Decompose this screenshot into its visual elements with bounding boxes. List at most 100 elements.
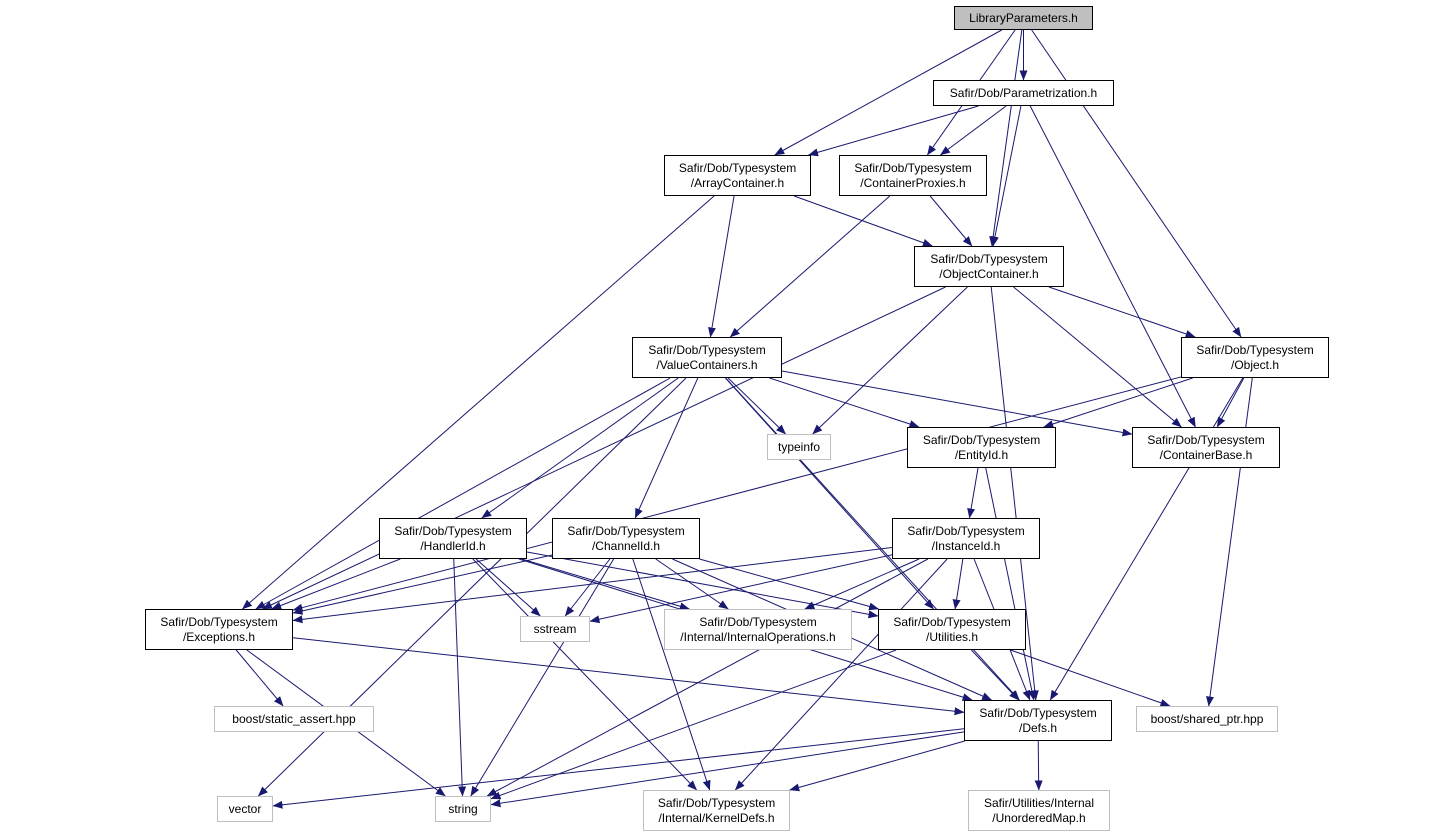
edge-instanceid-to-internalops — [804, 558, 920, 610]
edge-channelid-to-sstream — [564, 558, 611, 617]
node-object[interactable]: Safir/Dob/Typesystem /Object.h — [1181, 337, 1329, 378]
edge-valuecontainers-to-containerbase — [781, 370, 1133, 437]
edge-objectcontainer-to-object — [1048, 286, 1196, 338]
node-defs[interactable]: Safir/Dob/Typesystem /Defs.h — [964, 700, 1112, 741]
edge-channelid-to-string — [470, 558, 615, 797]
node-entity-id[interactable]: Safir/Dob/Typesystem /EntityId.h — [907, 427, 1056, 468]
node-unordered-map-label: Safir/Utilities/Internal /UnorderedMap.h — [983, 795, 1095, 825]
edge-valuecontainers-to-entityid — [769, 377, 920, 428]
node-kernel-defs: Safir/Dob/Typesystem /Internal/KernelDef… — [643, 790, 790, 831]
node-internal-operations-label: Safir/Dob/Typesystem /Internal/InternalO… — [680, 614, 836, 644]
node-shared-ptr: boost/shared_ptr.hpp — [1136, 706, 1278, 732]
edge-handlerid-to-utilities — [526, 551, 879, 619]
edge-entityid-to-instanceid — [967, 467, 979, 519]
node-object-label: Safir/Dob/Typesystem /Object.h — [1196, 342, 1314, 372]
edge-parametrization-to-objectcontainer — [991, 105, 1022, 247]
edge-objectcontainer-to-defs — [990, 286, 1039, 701]
node-unordered-map: Safir/Utilities/Internal /UnorderedMap.h — [968, 790, 1110, 831]
node-string-label: string — [448, 801, 478, 816]
edge-channelid-to-utilities — [699, 558, 880, 611]
edge-channelid-to-kerneldefs — [632, 558, 711, 791]
node-value-containers[interactable]: Safir/Dob/Typesystem /ValueContainers.h — [632, 337, 782, 378]
edge-exceptions-to-defs — [292, 637, 965, 716]
node-sstream-label: sstream — [533, 621, 577, 636]
node-parametrization-label: Safir/Dob/Parametrization.h — [949, 85, 1098, 100]
edge-libparams-to-object — [1031, 29, 1242, 338]
edge-entityid-to-defs — [985, 467, 1036, 701]
node-sstream: sstream — [520, 616, 590, 642]
node-array-container[interactable]: Safir/Dob/Typesystem /ArrayContainer.h — [664, 155, 811, 196]
node-static-assert-label: boost/static_assert.hpp — [232, 711, 356, 726]
node-instance-id[interactable]: Safir/Dob/Typesystem /InstanceId.h — [892, 518, 1040, 559]
edge-defs-to-string — [490, 731, 965, 808]
node-vector: vector — [217, 796, 273, 822]
edge-valuecontainers-to-vector — [257, 377, 687, 797]
node-container-proxies-label: Safir/Dob/Typesystem /ContainerProxies.h — [854, 160, 972, 190]
edge-channelid-to-internalops — [655, 558, 729, 610]
edge-handlerid-to-sstream — [475, 558, 541, 617]
edge-arraycontainer-to-valuecontainers — [708, 195, 735, 338]
edge-defs-to-kerneldefs — [789, 740, 965, 792]
node-typeinfo: typeinfo — [767, 434, 831, 460]
node-kernel-defs-label: Safir/Dob/Typesystem /Internal/KernelDef… — [657, 795, 776, 825]
node-instance-id-label: Safir/Dob/Typesystem /InstanceId.h — [907, 523, 1025, 553]
edge-valuecontainers-to-handlerid — [481, 377, 679, 519]
edge-objectcontainer-to-typeinfo — [812, 286, 968, 435]
edge-instanceid-to-utilities — [952, 558, 964, 610]
edge-handlerid-to-kerneldefs — [472, 558, 697, 791]
edge-arraycontainer-to-exceptions — [242, 195, 715, 610]
edge-instanceid-to-sstream — [589, 554, 893, 624]
node-library-parameters[interactable]: LibraryParameters.h — [954, 6, 1093, 30]
edge-objectcontainer-to-containerbase — [1013, 286, 1182, 428]
edge-handlerid-to-string — [453, 558, 467, 797]
node-array-container-label: Safir/Dob/Typesystem /ArrayContainer.h — [678, 160, 797, 190]
edge-object-to-entityid — [1043, 377, 1193, 428]
node-exceptions[interactable]: Safir/Dob/Typesystem /Exceptions.h — [145, 609, 293, 650]
edge-valuecontainers-to-channelid — [634, 377, 699, 519]
node-string: string — [435, 796, 491, 822]
edge-instanceid-to-exceptions — [292, 547, 893, 624]
edges — [235, 29, 1253, 809]
node-value-containers-label: Safir/Dob/Typesystem /ValueContainers.h — [648, 342, 766, 372]
edge-parametrization-to-containerproxies — [940, 105, 1007, 156]
node-utilities[interactable]: Safir/Dob/Typesystem /Utilities.h — [878, 609, 1026, 650]
node-internal-operations: Safir/Dob/Typesystem /Internal/InternalO… — [664, 609, 852, 650]
node-container-proxies[interactable]: Safir/Dob/Typesystem /ContainerProxies.h — [839, 155, 987, 196]
node-container-base[interactable]: Safir/Dob/Typesystem /ContainerBase.h — [1132, 427, 1280, 468]
edge-parametrization-to-arraycontainer — [808, 105, 979, 157]
node-object-container[interactable]: Safir/Dob/Typesystem /ObjectContainer.h — [914, 246, 1064, 287]
node-typeinfo-label: typeinfo — [777, 439, 821, 454]
node-static-assert: boost/static_assert.hpp — [214, 706, 374, 732]
node-library-parameters-label: LibraryParameters.h — [969, 10, 1078, 25]
edge-libparams-to-objectcontainer — [989, 29, 1023, 247]
node-shared-ptr-label: boost/shared_ptr.hpp — [1150, 711, 1264, 726]
edge-containerproxies-to-valuecontainers — [729, 195, 891, 338]
edge-handlerid-to-internalops — [521, 558, 690, 611]
edge-object-to-containerbase — [1216, 377, 1245, 428]
node-handler-id[interactable]: Safir/Dob/Typesystem /HandlerId.h — [379, 518, 527, 559]
node-vector-label: vector — [228, 801, 262, 816]
node-entity-id-label: Safir/Dob/Typesystem /EntityId.h — [922, 432, 1041, 462]
edge-defs-to-unorderedmap — [1034, 740, 1043, 791]
edge-defs-to-vector — [272, 728, 965, 809]
node-object-container-label: Safir/Dob/Typesystem /ObjectContainer.h — [930, 251, 1048, 281]
node-parametrization[interactable]: Safir/Dob/Parametrization.h — [933, 80, 1114, 106]
edge-arraycontainer-to-objectcontainer — [793, 195, 933, 247]
edge-valuecontainers-to-exceptions — [255, 377, 671, 610]
node-utilities-label: Safir/Dob/Typesystem /Utilities.h — [893, 614, 1011, 644]
node-channel-id-label: Safir/Dob/Typesystem /ChannelId.h — [567, 523, 685, 553]
edge-libparams-to-arraycontainer — [774, 29, 1002, 156]
node-channel-id[interactable]: Safir/Dob/Typesystem /ChannelId.h — [552, 518, 700, 559]
edge-valuecontainers-to-typeinfo — [727, 377, 786, 435]
edge-exceptions-to-staticassert — [235, 649, 284, 707]
edge-channelid-to-exceptions — [292, 554, 553, 615]
edge-instanceid-to-string — [486, 558, 929, 797]
node-defs-label: Safir/Dob/Typesystem /Defs.h — [979, 705, 1097, 735]
edge-handlerid-to-exceptions — [271, 558, 401, 610]
node-container-base-label: Safir/Dob/Typesystem /ContainerBase.h — [1147, 432, 1265, 462]
node-handler-id-label: Safir/Dob/Typesystem /HandlerId.h — [394, 523, 512, 553]
edge-utilities-to-string — [490, 649, 897, 800]
edge-objectcontainer-to-exceptions — [262, 286, 946, 610]
edge-parametrization-to-containerbase — [1029, 105, 1196, 428]
